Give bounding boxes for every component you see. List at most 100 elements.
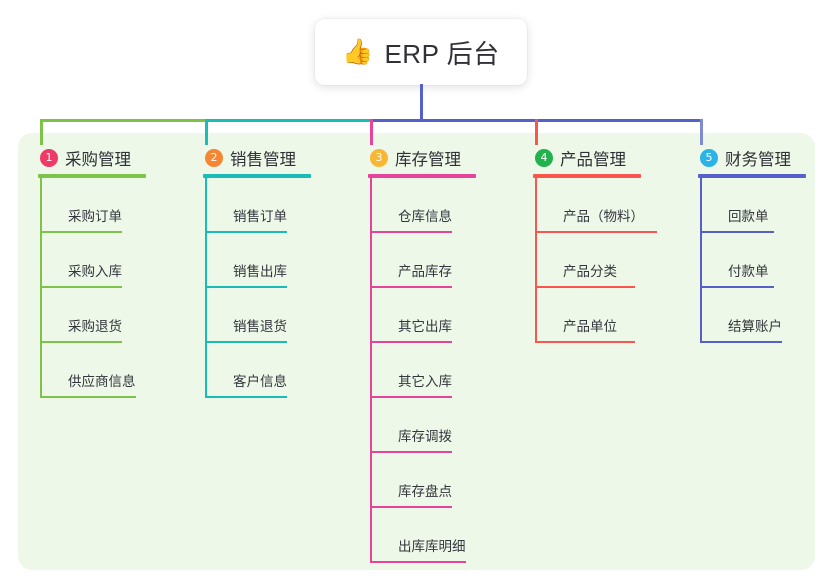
leaf-node-rule bbox=[370, 506, 452, 508]
leaf-node[interactable]: 采购订单 bbox=[40, 178, 190, 233]
column-header-3[interactable]: 3 库存管理 bbox=[368, 145, 518, 171]
leaf-node-rule bbox=[40, 341, 122, 343]
column-5: 5 财务管理回款单付款单结算账户 bbox=[698, 145, 839, 343]
leaf-node-rule bbox=[40, 286, 122, 288]
root-node-card[interactable]: 👍 ERP 后台 bbox=[315, 19, 527, 85]
leaf-node-label: 出库库明细 bbox=[398, 539, 466, 554]
leaf-node[interactable]: 采购退货 bbox=[40, 288, 190, 343]
column-items-4: 产品（物料） 产品分类产品单位 bbox=[535, 178, 695, 343]
column-4: 4 产品管理产品（物料） 产品分类产品单位 bbox=[533, 145, 693, 343]
diagram-background-panel bbox=[18, 133, 815, 570]
leaf-node[interactable]: 产品库存 bbox=[370, 233, 520, 288]
connector-root-stem bbox=[420, 84, 423, 122]
leaf-node-rule bbox=[700, 341, 782, 343]
leaf-node[interactable]: 付款单 bbox=[700, 233, 839, 288]
root-node-title: ERP 后台 bbox=[384, 38, 500, 69]
leaf-node-label: 回款单 bbox=[728, 209, 769, 224]
leaf-node-label: 供应商信息 bbox=[68, 374, 136, 389]
column-3: 3 库存管理仓库信息产品库存其它出库其它入库库存调拨库存盘点出库库明细 bbox=[368, 145, 518, 563]
leaf-node-label: 产品分类 bbox=[563, 264, 617, 279]
connector-drop-2 bbox=[205, 119, 208, 145]
leaf-node-rule bbox=[40, 396, 136, 398]
leaf-node[interactable]: 库存盘点 bbox=[370, 453, 520, 508]
leaf-node-rule bbox=[205, 396, 287, 398]
leaf-node[interactable]: 产品单位 bbox=[535, 288, 695, 343]
column-items-5: 回款单付款单结算账户 bbox=[700, 178, 839, 343]
connector-drop-3 bbox=[370, 119, 373, 145]
column-header-rule-1 bbox=[38, 174, 146, 178]
leaf-node[interactable]: 销售出库 bbox=[205, 233, 355, 288]
column-spine-3 bbox=[370, 178, 372, 563]
column-title-2: 销售管理 bbox=[230, 151, 296, 169]
column-header-rule-2 bbox=[203, 174, 311, 178]
leaf-node-label: 销售订单 bbox=[233, 209, 287, 224]
leaf-node[interactable]: 销售订单 bbox=[205, 178, 355, 233]
column-header-4[interactable]: 4 产品管理 bbox=[533, 145, 693, 171]
leaf-node-label: 库存盘点 bbox=[398, 484, 452, 499]
leaf-node[interactable]: 仓库信息 bbox=[370, 178, 520, 233]
connector-drop-1 bbox=[40, 119, 43, 145]
column-title-1: 采购管理 bbox=[65, 151, 131, 169]
leaf-node[interactable]: 采购入库 bbox=[40, 233, 190, 288]
leaf-node-rule bbox=[370, 451, 452, 453]
leaf-node-label: 采购订单 bbox=[68, 209, 122, 224]
leaf-node[interactable]: 产品（物料） bbox=[535, 178, 695, 233]
column-title-3: 库存管理 bbox=[395, 151, 461, 169]
column-header-rule-5 bbox=[698, 174, 806, 178]
leaf-node[interactable]: 库存调拨 bbox=[370, 398, 520, 453]
column-spine-4 bbox=[535, 178, 537, 343]
leaf-node[interactable]: 客户信息 bbox=[205, 343, 355, 398]
connector-bus-segment-2 bbox=[205, 119, 373, 122]
leaf-node[interactable]: 供应商信息 bbox=[40, 343, 190, 398]
leaf-node-label: 产品单位 bbox=[563, 319, 617, 334]
leaf-node-label: 付款单 bbox=[728, 264, 769, 279]
leaf-node[interactable]: 结算账户 bbox=[700, 288, 839, 343]
leaf-node-label: 结算账户 bbox=[728, 319, 782, 334]
leaf-node-label: 销售退货 bbox=[233, 319, 287, 334]
leaf-node-rule bbox=[535, 341, 635, 343]
leaf-node-rule bbox=[40, 231, 122, 233]
column-header-rule-3 bbox=[368, 174, 476, 178]
column-spine-5 bbox=[700, 178, 702, 343]
column-badge-4: 4 bbox=[535, 149, 553, 167]
leaf-node-rule bbox=[370, 341, 452, 343]
column-header-5[interactable]: 5 财务管理 bbox=[698, 145, 839, 171]
leaf-node-rule bbox=[370, 286, 452, 288]
column-badge-3: 3 bbox=[370, 149, 388, 167]
connector-drop-4 bbox=[535, 119, 538, 145]
leaf-node[interactable]: 出库库明细 bbox=[370, 508, 520, 563]
leaf-node-rule bbox=[700, 286, 774, 288]
column-badge-5: 5 bbox=[700, 149, 718, 167]
leaf-node[interactable]: 其它入库 bbox=[370, 343, 520, 398]
leaf-node-rule bbox=[370, 231, 452, 233]
leaf-node-rule bbox=[205, 286, 287, 288]
leaf-node-label: 库存调拨 bbox=[398, 429, 452, 444]
column-title-4: 产品管理 bbox=[560, 151, 626, 169]
leaf-node-label: 客户信息 bbox=[233, 374, 287, 389]
leaf-node-label: 产品库存 bbox=[398, 264, 452, 279]
leaf-node[interactable]: 回款单 bbox=[700, 178, 839, 233]
leaf-node-rule bbox=[370, 561, 466, 563]
leaf-node-rule bbox=[535, 286, 635, 288]
leaf-node-label: 其它出库 bbox=[398, 319, 452, 334]
leaf-node-label: 销售出库 bbox=[233, 264, 287, 279]
thumbs-up-icon: 👍 bbox=[342, 37, 374, 66]
leaf-node-rule bbox=[205, 341, 287, 343]
leaf-node-rule bbox=[535, 231, 657, 233]
leaf-node[interactable]: 产品分类 bbox=[535, 233, 695, 288]
column-title-5: 财务管理 bbox=[725, 151, 791, 169]
leaf-node-label: 采购入库 bbox=[68, 264, 122, 279]
column-spine-2 bbox=[205, 178, 207, 398]
leaf-node[interactable]: 其它出库 bbox=[370, 288, 520, 343]
leaf-node-label: 仓库信息 bbox=[398, 209, 452, 224]
column-items-2: 销售订单销售出库销售退货客户信息 bbox=[205, 178, 355, 398]
leaf-node-label: 其它入库 bbox=[398, 374, 452, 389]
column-items-1: 采购订单采购入库采购退货供应商信息 bbox=[40, 178, 190, 398]
column-items-3: 仓库信息产品库存其它出库其它入库库存调拨库存盘点出库库明细 bbox=[370, 178, 520, 563]
leaf-node[interactable]: 销售退货 bbox=[205, 288, 355, 343]
leaf-node-rule bbox=[205, 231, 287, 233]
